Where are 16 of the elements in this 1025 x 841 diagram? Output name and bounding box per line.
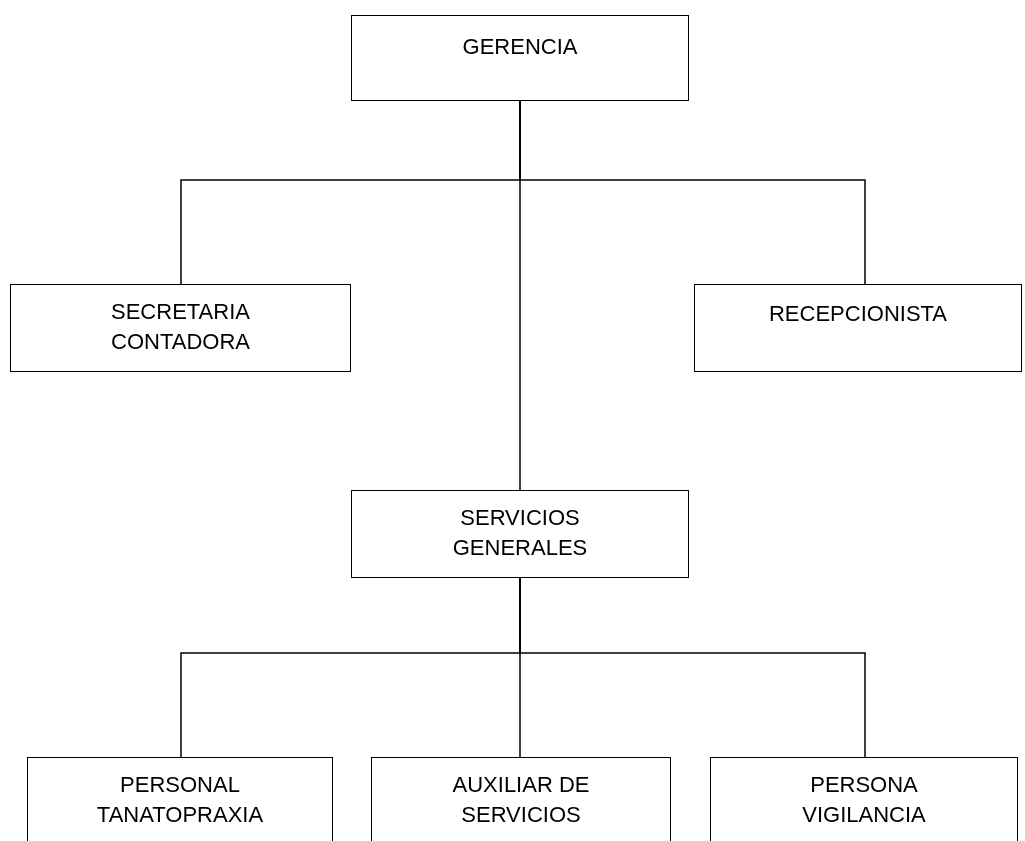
box-label: SECRETARIA CONTADORA <box>110 298 251 356</box>
box-label: PERSONAL TANATOPRAXIA <box>95 771 265 829</box>
connector-line <box>519 100 521 491</box>
org-box <box>371 757 671 841</box>
org-box <box>27 757 333 841</box>
org-box <box>710 757 1018 841</box>
box-label: AUXILIAR DE SERVICIOS <box>451 771 591 829</box>
org-box <box>351 490 689 578</box>
org-box <box>10 284 351 372</box>
box-label: PERSONA VIGILANCIA <box>801 771 927 829</box>
connector-line <box>519 577 866 758</box>
org-box <box>694 284 1022 372</box>
box-label: SERVICIOS GENERALES <box>451 504 589 562</box>
box-label: RECEPCIONISTA <box>767 300 949 328</box>
org-box <box>351 15 689 101</box>
box-label: GERENCIA <box>461 33 579 61</box>
